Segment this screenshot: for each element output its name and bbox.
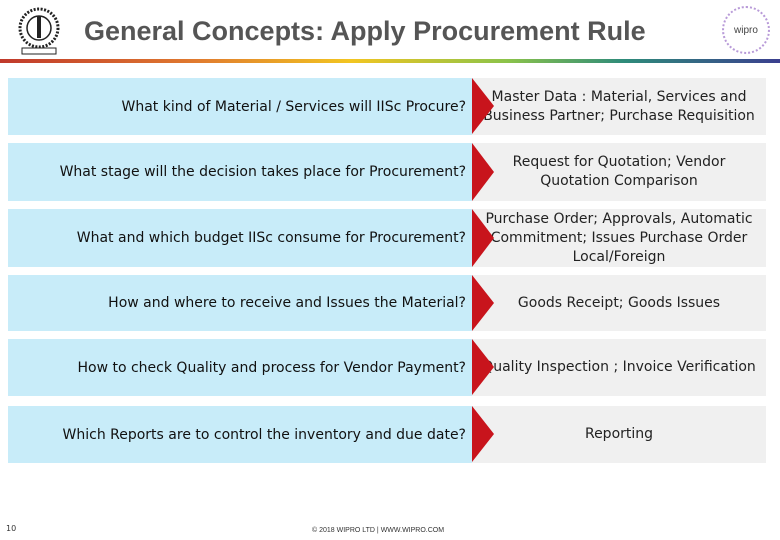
- concept-row: What stage will the decision takes place…: [8, 143, 766, 201]
- answer-box: Goods Receipt; Goods Issues: [472, 275, 766, 331]
- arrow-icon: [472, 275, 494, 331]
- question-box: How and where to receive and Issues the …: [8, 275, 472, 331]
- question-text: Which Reports are to control the invento…: [62, 426, 466, 443]
- question-box: How to check Quality and process for Ven…: [8, 339, 472, 396]
- question-text: What and which budget IISc consume for P…: [76, 230, 466, 246]
- answer-text: Goods Receipt; Goods Issues: [517, 294, 721, 311]
- iisc-logo: [12, 6, 66, 56]
- concept-row: How and where to receive and Issues the …: [8, 275, 766, 331]
- arrow-icon: [472, 406, 494, 462]
- answer-text: Reporting: [584, 426, 654, 442]
- question-box: What kind of Material / Services will II…: [8, 78, 472, 135]
- concept-row: How to check Quality and process for Ven…: [8, 339, 766, 396]
- concept-row: What and which budget IISc consume for P…: [8, 209, 766, 267]
- answer-text: Purchase Order; Approvals, Automatic Com…: [485, 210, 753, 265]
- answer-box: Quality Inspection ; Invoice Verificatio…: [472, 339, 766, 396]
- answer-box: Request for Quotation; Vendor Quotation …: [472, 143, 766, 201]
- wipro-logo-text: wipro: [734, 24, 758, 36]
- wipro-logo: wipro: [722, 6, 770, 54]
- concept-row: What kind of Material / Services will II…: [8, 78, 766, 135]
- header-divider: [0, 59, 780, 63]
- question-box: Which Reports are to control the invento…: [8, 406, 472, 463]
- question-text: What stage will the decision takes place…: [59, 164, 466, 180]
- arrow-icon: [472, 143, 494, 201]
- question-box: What stage will the decision takes place…: [8, 143, 472, 201]
- concept-row: Which Reports are to control the invento…: [8, 406, 766, 463]
- page-number: 10: [6, 524, 17, 533]
- question-box: What and which budget IISc consume for P…: [8, 209, 472, 267]
- arrow-icon: [472, 339, 494, 395]
- question-text: How to check Quality and process for Ven…: [77, 359, 466, 376]
- page-title: General Concepts: Apply Procurement Rule: [84, 16, 646, 46]
- question-text: How and where to receive and Issues the …: [108, 295, 466, 311]
- answer-text: Master Data : Material, Services and Bus…: [483, 88, 755, 124]
- footer-copyright: © 2018 WIPRO LTD | WWW.WIPRO.COM: [312, 527, 445, 534]
- question-text: What kind of Material / Services will II…: [121, 98, 467, 115]
- answer-box: Master Data : Material, Services and Bus…: [472, 78, 766, 135]
- answer-text: Request for Quotation; Vendor Quotation …: [512, 154, 726, 189]
- answer-text: Quality Inspection ; Invoice Verificatio…: [482, 359, 756, 375]
- arrow-icon: [472, 78, 494, 134]
- arrow-icon: [472, 209, 494, 267]
- answer-box: Purchase Order; Approvals, Automatic Com…: [472, 209, 766, 267]
- answer-box: Reporting: [472, 406, 766, 463]
